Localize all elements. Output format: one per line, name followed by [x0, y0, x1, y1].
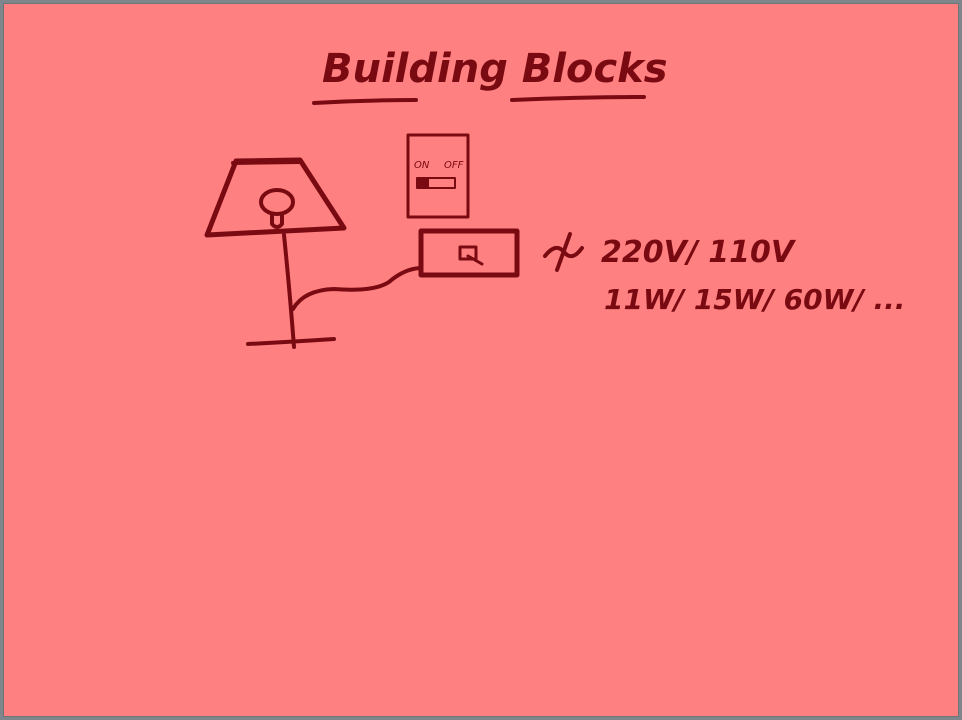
sketch-drawing: Building Blocks ON OFF — [204, 46, 905, 349]
title-underline-left — [312, 98, 418, 105]
lamp-icon — [204, 157, 422, 349]
voltage-spec-text: 220V/ 110V — [601, 235, 797, 270]
switch-on-label: ON — [414, 160, 430, 171]
socket-icon — [418, 228, 520, 278]
wall-switch-icon: ON OFF — [406, 133, 470, 219]
whiteboard-canvas: Building Blocks ON OFF — [3, 3, 959, 717]
title-underline-right — [510, 95, 646, 102]
title-text: Building Blocks — [322, 46, 668, 92]
switch-off-label: OFF — [444, 160, 464, 171]
ac-symbol-icon — [543, 232, 584, 272]
wattage-spec-text: 11W/ 15W/ 60W/ ... — [604, 283, 905, 316]
